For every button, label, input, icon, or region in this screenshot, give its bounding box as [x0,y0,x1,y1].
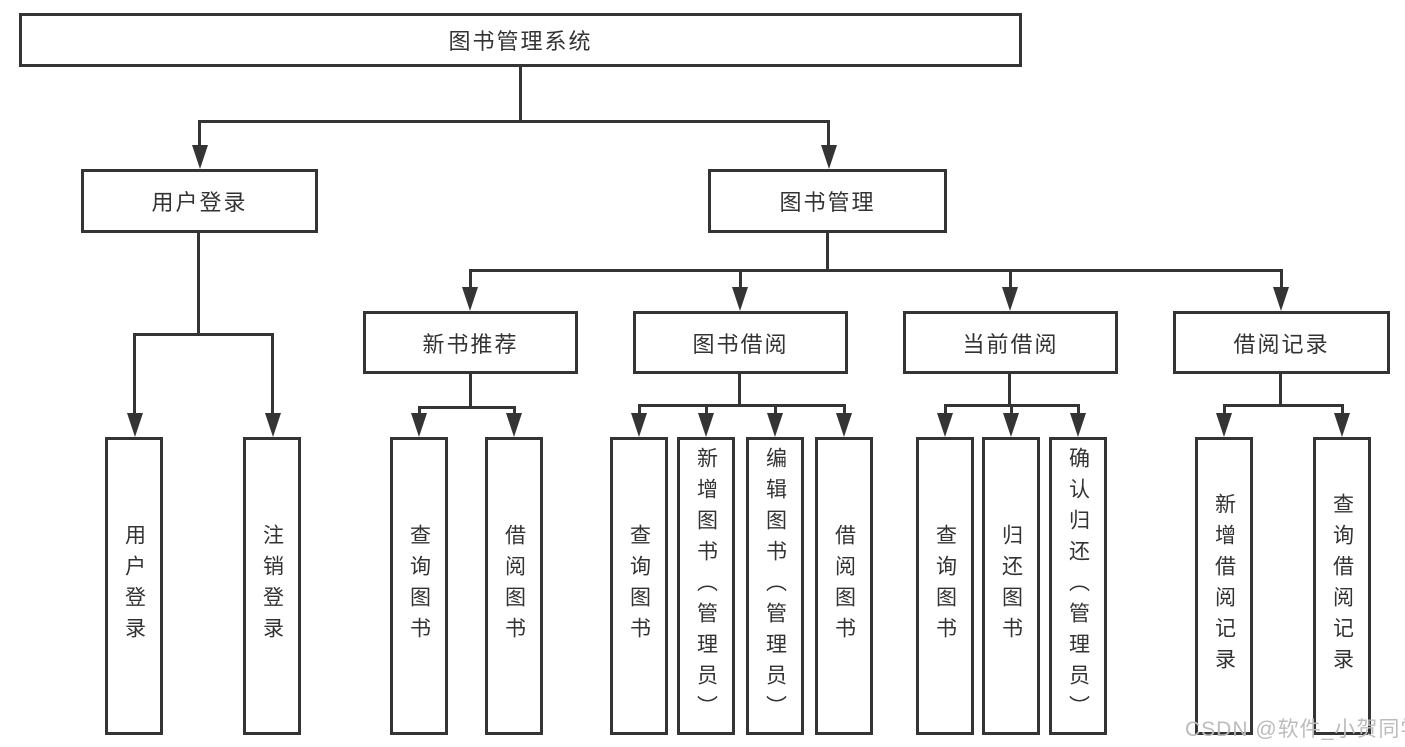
arrow-down-icon [1216,413,1232,437]
arrow-down-icon [821,145,837,169]
connector-current-stem [1008,374,1011,406]
connector-drop-book-mgmt [827,120,830,146]
connector-drop [774,404,777,418]
leaf-borrow-add-books-admin: 新增图书（管理员） [677,437,735,735]
node-new-book-recommend-label: 新书推荐 [422,331,519,357]
arrow-down-icon [732,287,748,311]
leaf-record-query-borrow-record: 查询借阅记录 [1313,437,1371,735]
connector-root-rail [198,120,830,123]
leaf-label: 确认归还（管理员） [1066,446,1090,726]
connector-drop [843,404,846,418]
node-user-login-label: 用户登录 [151,190,248,215]
connector-drop-borrow [739,269,742,291]
leaf-label: 注销登录 [260,524,284,648]
connector-drop-login-leaf2 [271,333,274,417]
connector-mgmt-rail [469,269,1283,272]
leaf-borrow-query-books: 查询图书 [610,437,668,735]
arrow-down-icon [265,413,281,437]
leaf-label: 查询图书 [407,524,431,648]
leaf-borrow-borrow-books: 借阅图书 [815,437,873,735]
arrow-down-icon [698,413,714,437]
node-book-borrow-label: 图书借阅 [692,331,789,357]
connector-drop-record [1280,269,1283,291]
arrow-down-icon [506,413,522,437]
leaf-recommend-borrow-books: 借阅图书 [485,437,543,735]
leaf-label: 归还图书 [999,524,1023,648]
arrow-down-icon [411,413,427,437]
connector-recommend-rail [418,406,516,409]
node-book-management-label: 图书管理 [779,190,876,215]
connector-recommend-stem [469,374,472,408]
connector-drop [1010,404,1013,418]
arrow-down-icon [1002,287,1018,311]
arrow-down-icon [1273,287,1289,311]
node-borrow-record-label: 借阅记录 [1233,331,1330,357]
connector-borrow-rail [638,404,846,407]
connector-drop [1223,404,1226,418]
connector-login-rail [133,333,274,336]
connector-login-stem [197,233,200,335]
leaf-current-query-books: 查询图书 [916,437,974,735]
leaf-user-login: 用户登录 [105,437,163,735]
connector-drop-recommend [469,269,472,291]
arrow-down-icon [1003,413,1019,437]
arrow-down-icon [1070,413,1086,437]
node-new-book-recommend: 新书推荐 [363,311,578,374]
connector-record-stem [1279,374,1282,406]
connector-root-stem [519,67,522,122]
arrow-down-icon [462,287,478,311]
node-borrow-record: 借阅记录 [1173,311,1390,374]
leaf-label: 借阅图书 [832,524,856,648]
node-user-login: 用户登录 [81,169,318,233]
csdn-watermark: CSDN @软件_小贺同学 [1185,718,1405,741]
leaf-label: 查询图书 [933,524,957,648]
connector-drop [513,406,516,418]
arrow-down-icon [937,413,953,437]
leaf-label: 查询图书 [627,524,651,648]
leaf-current-return-books: 归还图书 [982,437,1040,735]
connector-mgmt-stem [826,233,829,271]
arrow-down-icon [1334,413,1350,437]
node-root: 图书管理系统 [19,13,1022,67]
leaf-label: 用户登录 [122,524,146,648]
node-current-borrow: 当前借阅 [903,311,1118,374]
connector-record-rail [1223,404,1344,407]
leaf-label: 借阅图书 [502,524,526,648]
arrow-down-icon [127,413,143,437]
connector-drop [705,404,708,418]
node-book-management: 图书管理 [708,169,947,233]
arrow-down-icon [192,145,208,169]
node-root-label: 图书管理系统 [448,29,593,54]
connector-drop [638,404,641,418]
arrow-down-icon [767,413,783,437]
leaf-label: 查询借阅记录 [1330,493,1354,679]
leaf-current-confirm-return-admin: 确认归还（管理员） [1049,437,1107,735]
connector-drop [1341,404,1344,418]
arrow-down-icon [836,413,852,437]
node-current-borrow-label: 当前借阅 [962,331,1059,357]
connector-drop-current [1009,269,1012,291]
leaf-label: 新增借阅记录 [1212,493,1236,679]
connector-drop-user-login [198,120,201,146]
connector-drop-login-leaf1 [133,333,136,417]
connector-drop [418,406,421,418]
connector-drop [944,404,947,418]
arrow-down-icon [631,413,647,437]
connector-borrow-stem [738,374,741,406]
leaf-record-add-borrow-record: 新增借阅记录 [1195,437,1253,735]
leaf-recommend-query-books: 查询图书 [390,437,448,735]
leaf-logout: 注销登录 [243,437,301,735]
leaf-borrow-edit-books-admin: 编辑图书（管理员） [746,437,804,735]
leaf-label: 编辑图书（管理员） [763,446,787,726]
node-book-borrow: 图书借阅 [633,311,848,374]
leaf-label: 新增图书（管理员） [694,446,718,726]
connector-drop [1077,404,1080,418]
